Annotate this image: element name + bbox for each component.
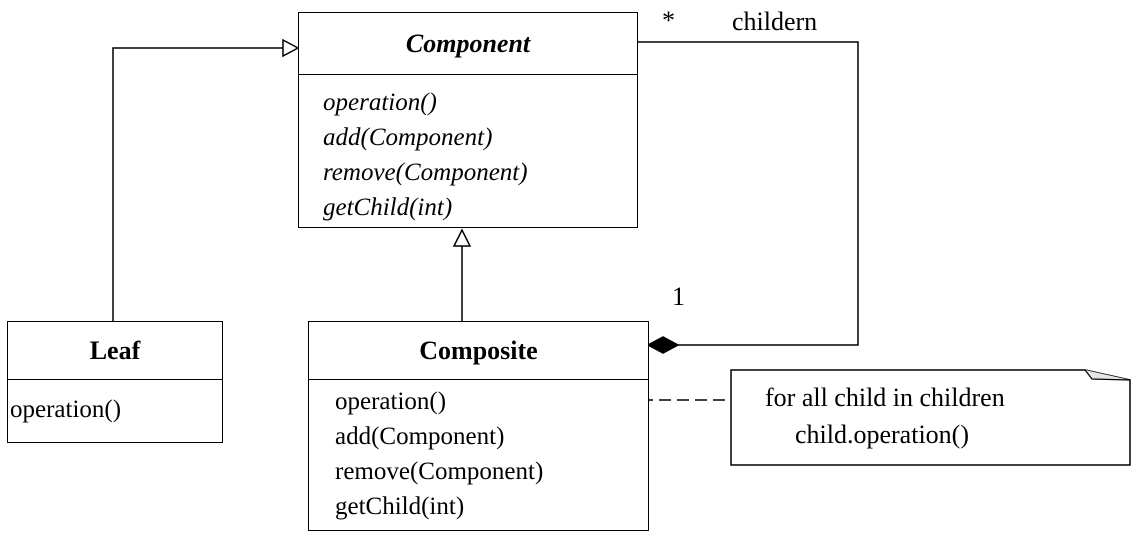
composite-class: Composite operation() add(Component) rem… <box>308 321 649 531</box>
note-text-line-2: child.operation() <box>795 420 969 449</box>
component-methods: operation() add(Component) remove(Compon… <box>299 75 637 225</box>
note-fold-icon <box>1084 369 1131 381</box>
composite-generalization-arrowhead <box>452 228 472 247</box>
leaf-generalization-arrowhead <box>282 38 300 58</box>
note-shape <box>730 369 1131 466</box>
leaf-methods: operation() <box>8 380 222 427</box>
many-multiplicity-label: * <box>662 6 675 35</box>
component-method-operation: operation() <box>323 89 437 116</box>
composite-methods: operation() add(Component) remove(Compon… <box>309 380 648 524</box>
composition-diamond <box>646 336 680 354</box>
leaf-method-operation: operation() <box>10 396 122 423</box>
component-method-getchild: getChild(int) <box>323 194 453 221</box>
composite-method-operation: operation() <box>335 388 447 415</box>
leaf-class-name: Leaf <box>8 322 222 380</box>
composite-method-add: add(Component) <box>335 423 505 450</box>
one-multiplicity-label: 1 <box>672 282 685 311</box>
component-class-name: Component <box>299 13 637 75</box>
note-text-line-1: for all child in children <box>765 383 1005 412</box>
children-composition-line <box>638 41 859 346</box>
composite-method-remove: remove(Component) <box>335 458 544 485</box>
leaf-class: Leaf operation() <box>7 321 223 443</box>
component-class: Component operation() add(Component) rem… <box>298 12 638 228</box>
leaf-generalization-line <box>112 47 283 321</box>
composite-class-name: Composite <box>309 322 648 380</box>
children-role-label: childern <box>732 7 818 36</box>
composite-method-getchild: getChild(int) <box>335 493 465 520</box>
component-method-remove: remove(Component) <box>323 159 528 186</box>
component-method-add: add(Component) <box>323 124 493 151</box>
